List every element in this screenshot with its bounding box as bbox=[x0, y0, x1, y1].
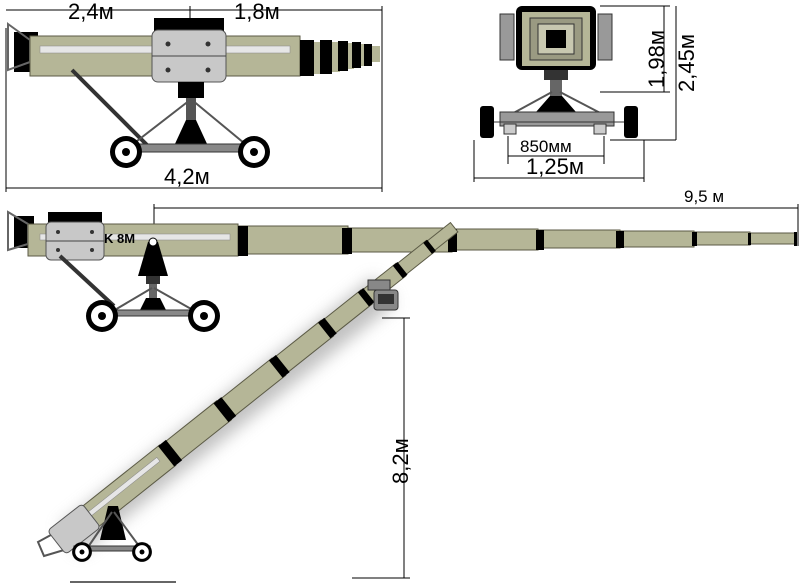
front-view: 1,98м 2,45м 850мм 1,25м bbox=[473, 5, 699, 182]
wheel-icon bbox=[188, 300, 220, 332]
dim-label-overall-width: 1,25м bbox=[526, 154, 584, 179]
dim-label-total: 4,2м bbox=[164, 164, 210, 189]
wheel-icon bbox=[238, 136, 270, 168]
dim-label-left-seg: 2,4м bbox=[68, 0, 114, 24]
wheel-icon bbox=[624, 106, 638, 138]
pivot-plate bbox=[48, 504, 100, 554]
dim-label-vertical-reach: 8,2м bbox=[388, 438, 413, 484]
dim-label-height-low: 1,98м bbox=[644, 30, 669, 88]
wheel-icon bbox=[86, 300, 118, 332]
boom-tip-segment bbox=[300, 40, 314, 76]
wheel-icon bbox=[480, 106, 494, 138]
side-view-closed: 2,4м 1,8м 4,2м bbox=[5, 0, 383, 192]
dim-label-height-high: 2,45м bbox=[674, 34, 699, 92]
wheel-icon bbox=[72, 542, 92, 562]
raised-boom-view: 8,2м bbox=[36, 221, 459, 583]
dim-label-right-seg: 1,8м bbox=[234, 0, 280, 24]
dim-label-extended-reach: 9,5 м bbox=[684, 187, 724, 206]
wheel-icon bbox=[110, 136, 142, 168]
side-view-extended: 9,5 м K 8M bbox=[7, 187, 799, 332]
dim-label-wheel-track: 850мм bbox=[520, 137, 572, 156]
support-strut bbox=[70, 68, 152, 150]
support-strut bbox=[58, 254, 116, 308]
boom-brand-label: K 8M bbox=[104, 231, 135, 246]
wheel-icon bbox=[132, 542, 152, 562]
